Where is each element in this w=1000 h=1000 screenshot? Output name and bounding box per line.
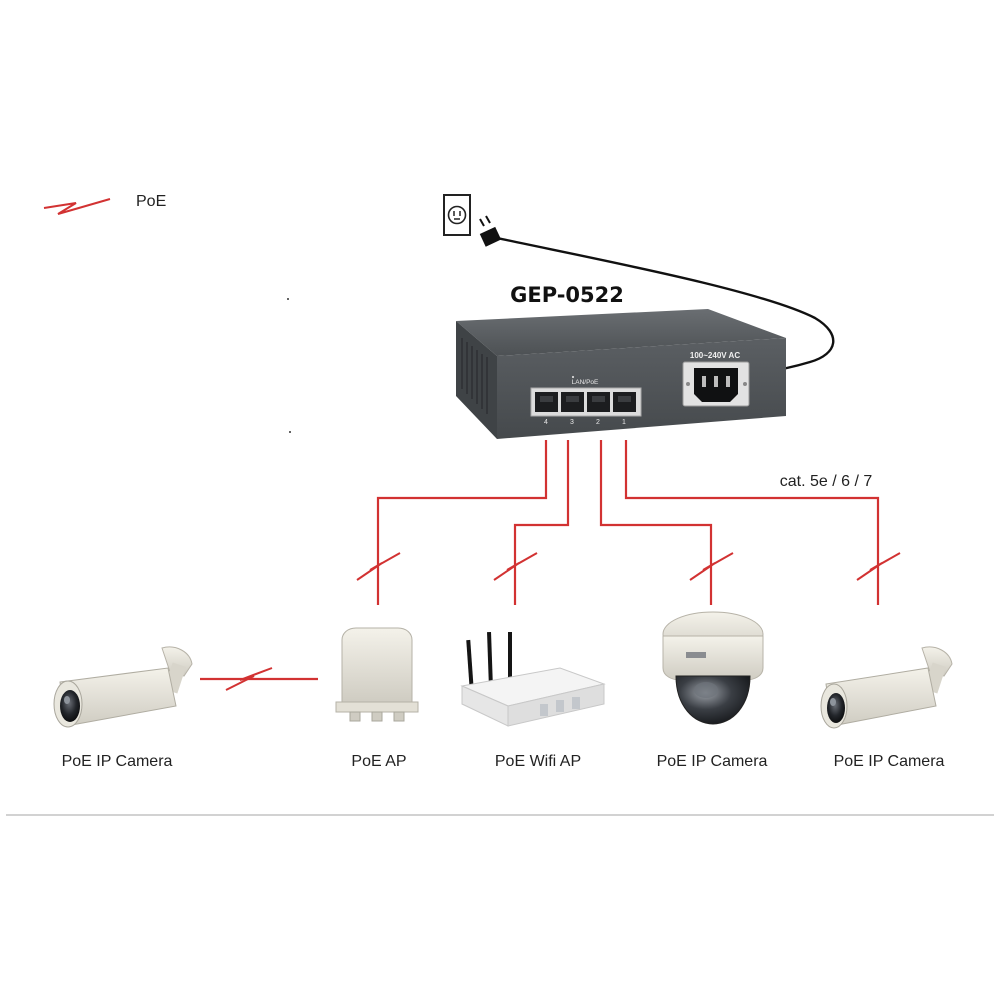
port-number: 2 (596, 419, 600, 426)
device-label: PoE IP Camera (657, 753, 768, 770)
wall-outlet-icon (443, 194, 471, 236)
lightning-bolt-icon (225, 667, 273, 691)
poe-link-port-1 (624, 440, 880, 605)
rj45-port-block (530, 387, 642, 417)
wifi-router-icon (460, 631, 606, 727)
lightning-bolt-icon (689, 552, 734, 581)
poe-indicators (225, 552, 901, 691)
ac-power-inlet (682, 361, 750, 407)
power-cord (496, 236, 835, 376)
device-label: PoE Wifi AP (495, 753, 581, 770)
lightning-bolt-icon (493, 552, 538, 581)
bullet-camera-icon (820, 646, 953, 729)
lightning-bolt-icon (856, 552, 901, 581)
legend: PoE (43, 193, 166, 215)
power-plug-icon (479, 215, 502, 247)
device-label: PoE AP (351, 753, 406, 770)
device-label: PoE IP Camera (62, 753, 173, 770)
device-label: PoE IP Camera (834, 753, 945, 770)
power-rating-label: 100~240V AC (690, 351, 740, 360)
port-number: 3 (570, 419, 574, 426)
legend-label: PoE (136, 193, 166, 210)
vent-grille (461, 338, 488, 414)
dot-mark (289, 431, 291, 433)
poe-link-port-3 (513, 440, 570, 605)
status-led (571, 375, 575, 379)
poe-link-port-2 (599, 440, 713, 605)
port-group-label: LAN/PoE (572, 379, 599, 386)
port-number: 1 (622, 419, 626, 426)
lightning-bolt-icon (43, 198, 111, 215)
poe-switch: LAN/PoE 4 3 2 1 100~240V AC (456, 309, 786, 439)
poe-link-port-4 (376, 440, 548, 605)
cable-type-label: cat. 5e / 6 / 7 (780, 473, 873, 490)
switch-model-title: GEP-0522 (510, 283, 624, 307)
poe-links (200, 440, 880, 681)
outdoor-access-point-icon (335, 627, 419, 722)
dome-camera-icon (662, 611, 764, 725)
lightning-bolt-icon (356, 552, 401, 581)
dot-mark (287, 298, 289, 300)
port-number: 4 (544, 419, 548, 426)
bullet-camera-icon (53, 646, 193, 728)
